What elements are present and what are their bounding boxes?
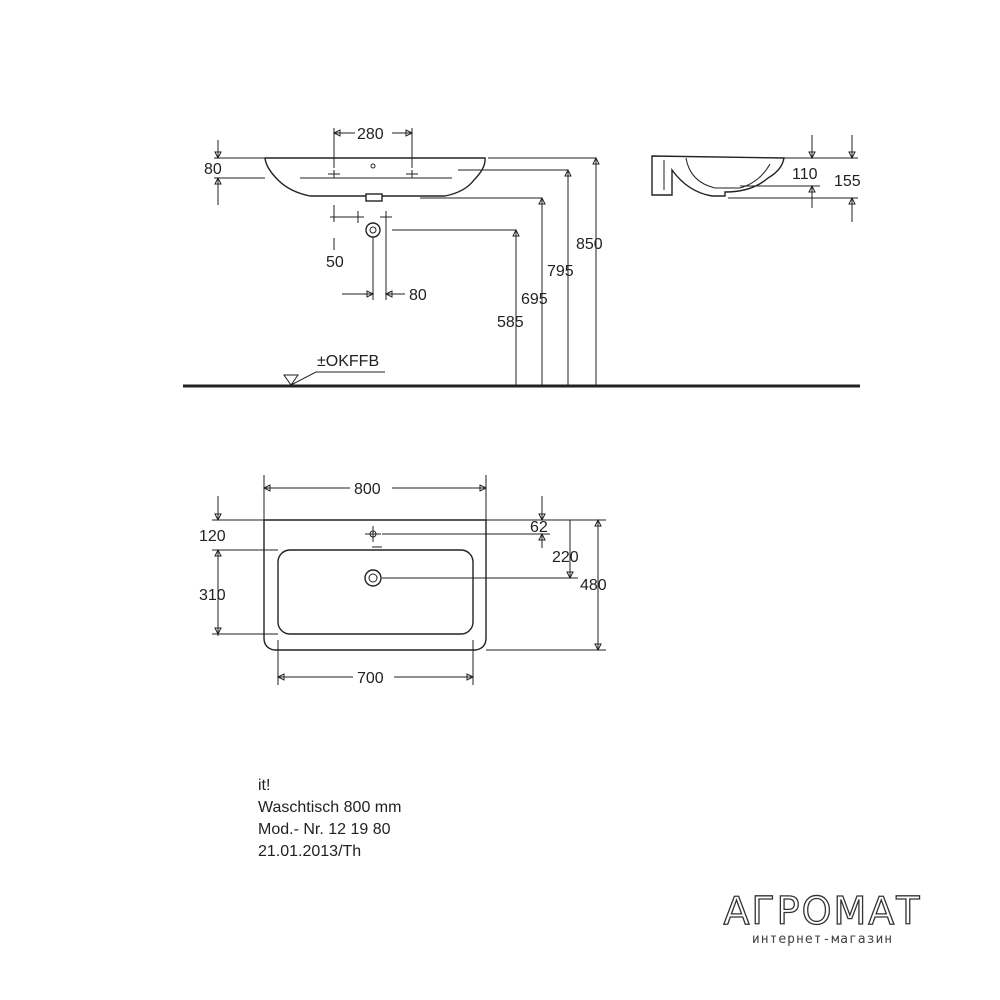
watermark-logo: АГРОМАТ интернет-магазин xyxy=(700,889,945,948)
svg-text:800: 800 xyxy=(354,481,381,498)
dim-110: 110 xyxy=(740,135,820,208)
dim-850: 850 xyxy=(488,156,603,385)
svg-text:120: 120 xyxy=(199,528,226,545)
product-series: it! xyxy=(258,777,271,794)
tap-hole-marks xyxy=(328,163,418,178)
overflow-drain xyxy=(364,569,382,587)
model-number: Mod.- Nr. 12 19 80 xyxy=(258,821,391,838)
svg-text:695: 695 xyxy=(521,291,548,308)
title-block: it! Waschtisch 800 mm Mod.- Nr. 12 19 80… xyxy=(258,775,401,863)
washbasin-front-outline xyxy=(264,157,486,197)
tap-hole-top xyxy=(365,526,381,542)
front-elevation-view: 280 80 50 80 585 695 xyxy=(183,126,860,388)
dim-80-left: 80 xyxy=(204,140,265,205)
dim-155: 155 xyxy=(728,135,861,222)
svg-text:585: 585 xyxy=(497,314,524,331)
svg-text:50: 50 xyxy=(326,254,344,271)
watermark-title: АГРОМАТ xyxy=(723,889,922,933)
svg-text:700: 700 xyxy=(357,670,384,687)
svg-text:480: 480 xyxy=(580,577,607,594)
drawing-date: 21.01.2013/Th xyxy=(258,843,362,860)
svg-text:280: 280 xyxy=(357,126,384,143)
dim-80-bottom: 80 xyxy=(342,223,427,304)
dim-480: 480 xyxy=(486,518,607,652)
svg-text:155: 155 xyxy=(834,173,861,190)
svg-text:±OKFFB: ±OKFFB xyxy=(317,353,379,370)
watermark-subtitle: интернет-магазин xyxy=(751,932,894,947)
dim-310: 310 xyxy=(199,587,278,636)
basin-bowl-outline xyxy=(277,549,474,635)
dim-220: 220 xyxy=(382,520,579,580)
waste-pipe xyxy=(365,222,381,238)
dim-120: 120 xyxy=(199,496,278,636)
svg-text:80: 80 xyxy=(409,287,427,304)
top-view: 800 700 120 310 62 220 xyxy=(199,475,607,687)
dim-800: 800 xyxy=(262,475,488,520)
svg-text:220: 220 xyxy=(552,549,579,566)
svg-text:110: 110 xyxy=(792,166,818,183)
svg-text:310: 310 xyxy=(199,587,226,604)
svg-text:80: 80 xyxy=(204,161,222,178)
dim-700: 700 xyxy=(276,640,475,687)
dim-280: 280 xyxy=(332,126,414,168)
svg-text:62: 62 xyxy=(530,519,548,536)
svg-text:795: 795 xyxy=(547,263,574,280)
dim-585: 585 xyxy=(392,228,524,385)
angle-valves xyxy=(352,211,392,223)
drain-outlet xyxy=(365,193,383,202)
dim-50: 50 xyxy=(326,205,352,271)
section-view: 110 155 xyxy=(651,135,861,222)
floor-level-marker: ±OKFFB xyxy=(283,353,385,386)
product-name: Waschtisch 800 mm xyxy=(258,799,402,816)
svg-text:850: 850 xyxy=(576,236,603,253)
dim-795: 795 xyxy=(458,168,574,385)
washbasin-section-outline xyxy=(651,155,785,197)
dim-695: 695 xyxy=(420,196,548,385)
